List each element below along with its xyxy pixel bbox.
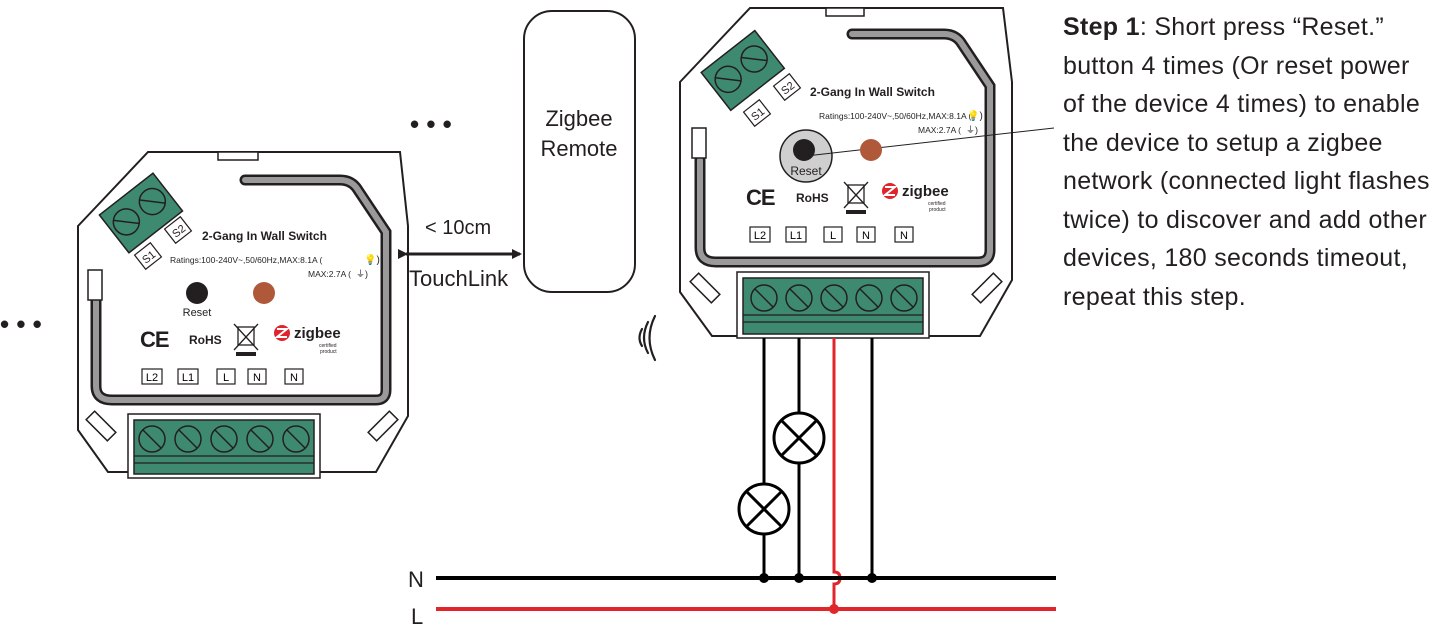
weee-bin-icon [843,181,869,214]
device-title: 2-Gang In Wall Switch [810,85,935,99]
certified-text: certified [319,343,337,349]
instruction-text: Step 1: Short press “Reset.” button 4 ti… [1063,8,1435,316]
terminal-screw [174,425,202,453]
ellipsis-middle: • • • [410,109,452,139]
terminal-label: L1 [790,230,802,242]
zigbee-wordmark: zigbee [902,183,949,200]
left-device: S1 S2 2-Gang In Wall Switch Ratings:100-… [77,151,409,479]
top-notch [217,151,259,161]
remote-label-line2: Remote [540,136,617,161]
terminal-label: L2 [754,230,766,242]
terminal-label: L [223,372,229,384]
corner-tab [689,272,721,304]
terminal-label: L2 [146,372,158,384]
weee-bin-icon [233,323,259,356]
bulb-icon: 💡) [364,253,380,266]
led-icon: ⏚) [356,269,368,279]
terminal-screw [282,425,310,453]
ce-mark: CE [746,185,775,210]
ce-mark: CE [140,327,169,352]
main-terminal-block [736,271,930,339]
corner-tab [85,410,117,442]
junction-dot [759,573,769,583]
ratings-text: Ratings:100-240V~,50/60Hz,MAX:8.1A ( [819,111,972,121]
junction-dot [829,604,839,614]
wire-l-live [832,338,842,609]
rohs-mark: RoHS [189,333,222,347]
distance-label: < 10cm [425,217,491,239]
reset-label: Reset [183,307,212,319]
reset-label: Reset [790,164,822,178]
corner-tab [971,272,1003,304]
s1-s2-terminal-block [98,172,184,254]
step-label: Step 1 [1063,13,1140,41]
terminal-label: L1 [182,372,194,384]
remote-label-line1: Zigbee [545,106,612,131]
zigbee-wordmark: zigbee [294,325,341,342]
led-icon: ⏚) [966,125,978,135]
wireless-signal-icon [638,314,657,362]
main-terminal-block [127,413,321,479]
terminal-screw [750,284,778,312]
terminal-label: N [290,372,298,384]
max2-text: MAX:2.7A ( [308,269,351,279]
terminal-screw [785,284,813,312]
terminal-labels: L2 L1 L N N [141,368,304,385]
terminal-label: L [830,230,836,242]
device-title: 2-Gang In Wall Switch [202,229,327,243]
certified-text-2: product [929,207,946,213]
terminal-screw [246,425,274,453]
junction-dot [867,573,877,583]
live-label: L [411,604,423,629]
side-slot [87,269,103,301]
terminal-screw [820,284,848,312]
corner-tab [367,410,399,442]
ellipsis-left: • • • [0,309,42,339]
callout-line [805,127,1055,157]
touchlink-label: TouchLink [409,266,509,291]
zigbee-logo-icon [882,183,898,199]
side-slot [691,127,707,159]
terminal-labels: L2 L1 L N N [749,226,914,243]
terminal-screw [890,284,918,312]
max2-text: MAX:2.7A ( [918,125,961,135]
reset-button[interactable] [793,139,815,161]
terminal-screw [855,284,883,312]
status-led [860,139,882,161]
zigbee-logo-icon [274,325,290,341]
reset-button[interactable] [186,282,208,304]
step-description: : Short press “Reset.” button 4 times (O… [1063,13,1430,311]
s1-s2-terminal-block [700,29,786,112]
terminal-screw [210,425,238,453]
certified-text-2: product [320,349,337,355]
certified-text: certified [928,201,946,207]
terminal-label: N [253,372,261,384]
status-led [253,282,275,304]
wiring: N L [408,338,1056,629]
ratings-text: Ratings:100-240V~,50/60Hz,MAX:8.1A ( [170,255,323,265]
terminal-label: N [900,230,908,242]
bulb-icon: 💡) [967,109,983,122]
terminal-label: N [862,230,870,242]
terminal-screw [138,425,166,453]
top-notch [825,7,865,17]
lamp-icon [737,482,791,536]
neutral-label: N [408,567,424,592]
zigbee-remote [523,10,636,293]
rohs-mark: RoHS [796,191,829,205]
lamp-icon [772,411,826,465]
right-device: S1 S2 2-Gang In Wall Switch Ratings:100-… [679,7,1055,339]
junction-dot [794,573,804,583]
